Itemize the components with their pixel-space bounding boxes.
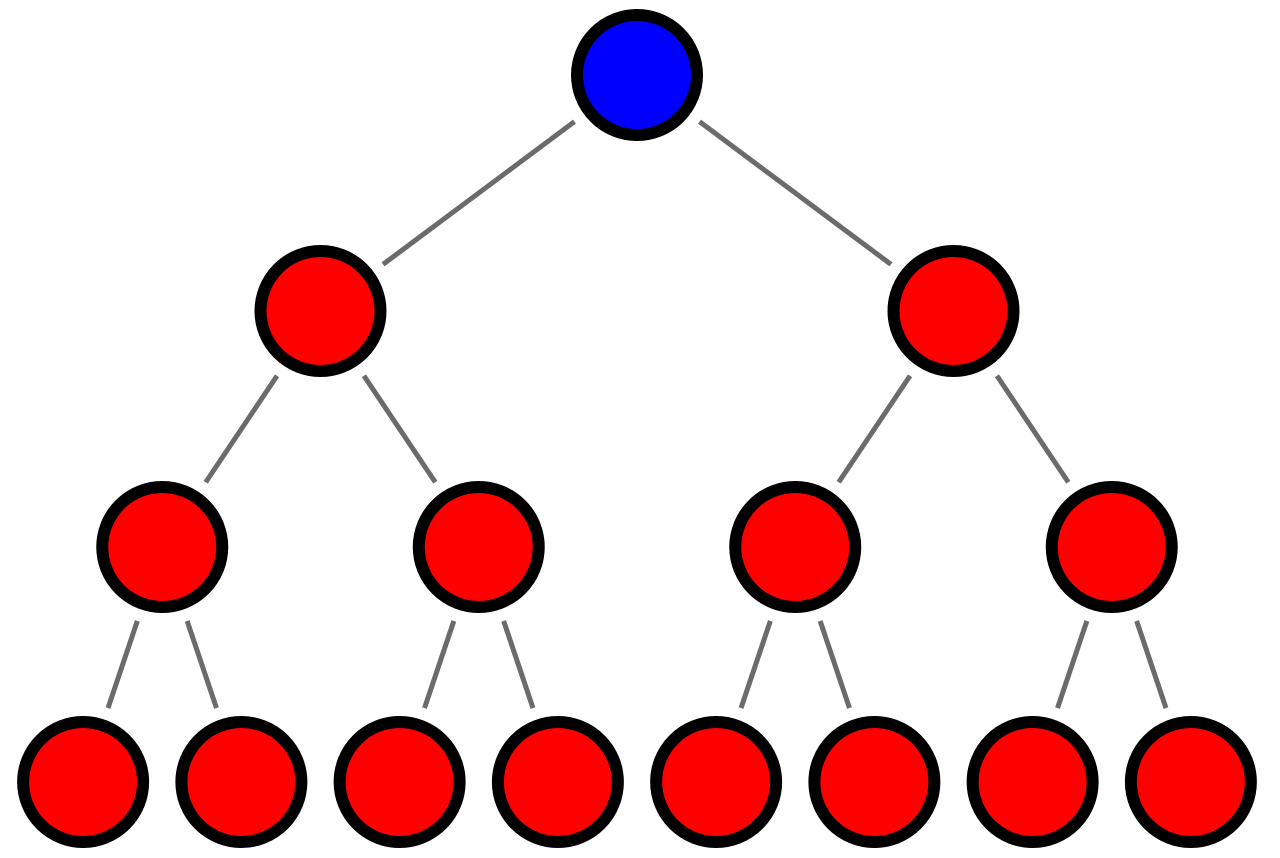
tree-edge-n7-n14 xyxy=(1055,620,1090,709)
tree-node-n12 xyxy=(650,716,783,848)
nodes-layer xyxy=(17,9,1257,848)
root-node xyxy=(571,9,703,141)
tree-edge-n3-n7 xyxy=(994,374,1071,484)
tree-edge-n5-n11 xyxy=(501,620,536,709)
tree-edge-n7-n15 xyxy=(1134,620,1169,709)
tree-edge-n4-n9 xyxy=(184,620,219,709)
tree-node-n6 xyxy=(729,481,862,613)
tree-node-n3 xyxy=(887,245,1020,377)
tree-edge-n4-n8 xyxy=(105,620,140,709)
tree-edge-n2-n5 xyxy=(361,374,438,484)
tree-node-n2 xyxy=(254,245,387,377)
tree-node-n5 xyxy=(412,481,545,613)
tree-edge-n3-n6 xyxy=(836,374,913,484)
tree-edge-n5-n10 xyxy=(422,620,457,709)
tree-edge-n2-n4 xyxy=(203,374,280,484)
tree-edge-n6-n12 xyxy=(738,620,773,709)
tree-edge-n6-n13 xyxy=(817,620,852,709)
tree-edge-n1-n2 xyxy=(381,119,576,267)
tree-node-n8 xyxy=(17,716,150,848)
tree-node-n15 xyxy=(1124,716,1257,848)
tree-node-n13 xyxy=(808,716,941,848)
tree-node-n4 xyxy=(96,481,229,613)
tree-node-n14 xyxy=(966,716,1099,848)
tree-node-n7 xyxy=(1045,481,1178,613)
tree-edge-n1-n3 xyxy=(698,119,893,267)
tree-node-n10 xyxy=(333,716,466,848)
tree-node-n9 xyxy=(175,716,308,848)
tree-node-n11 xyxy=(491,716,624,848)
edges-layer xyxy=(105,119,1169,709)
